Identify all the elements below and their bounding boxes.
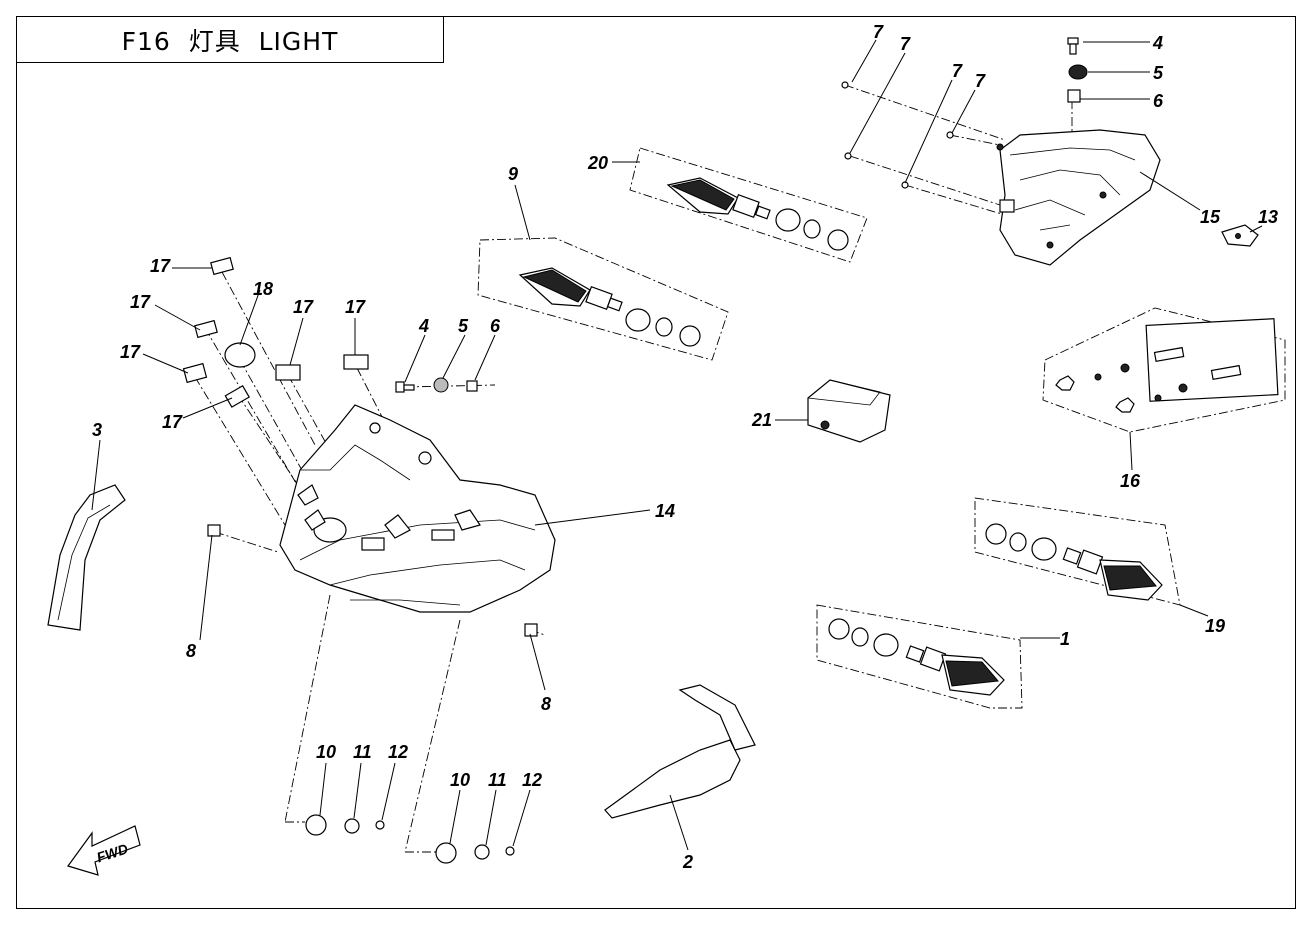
callout-2: 2: [682, 852, 693, 872]
callout-10: 10: [450, 770, 470, 790]
trim-3: [47, 484, 126, 631]
bulbs-10-12-left: [305, 814, 385, 836]
callout-11: 11: [353, 742, 372, 762]
group-outline-20: [629, 147, 868, 263]
callout-14: 14: [655, 501, 675, 521]
callout-5: 5: [458, 316, 469, 336]
page-title: F16 灯具 LIGHT: [121, 26, 339, 56]
callout-21: 21: [751, 410, 772, 430]
callout-5: 5: [1153, 63, 1164, 83]
title-block: F16 灯具 LIGHT: [16, 16, 444, 63]
callout-18: 18: [253, 279, 273, 299]
callout-10: 10: [316, 742, 336, 762]
fasteners-top-right: [1067, 37, 1088, 103]
bulbs-10-12-right: [435, 842, 515, 864]
callout-11: 11: [488, 770, 507, 790]
callout-4: 4: [1152, 33, 1163, 53]
turn-signal-20: [666, 177, 849, 251]
callout-7: 7: [900, 34, 911, 54]
callout-3: 3: [92, 420, 102, 440]
callout-labels: 7 7 7 7 4 5 6 15 13 16 19 1 20 9 21 14 2…: [92, 22, 1278, 872]
callout-20: 20: [587, 153, 608, 173]
turn-signal-19: [985, 523, 1163, 601]
tail-light-housing-15: [996, 129, 1161, 266]
callout-15: 15: [1200, 207, 1221, 227]
callout-8: 8: [541, 694, 551, 714]
callout-17: 17: [293, 297, 314, 317]
fasteners-center: [395, 377, 478, 393]
callout-17: 17: [120, 342, 141, 362]
callout-13: 13: [1258, 207, 1278, 227]
group-outline-16: [1042, 307, 1286, 433]
callout-16: 16: [1120, 471, 1141, 491]
fwd-arrow-icon: FWD: [67, 825, 141, 876]
callout-19: 19: [1205, 616, 1225, 636]
callout-12: 12: [388, 742, 408, 762]
bracket-13: [1221, 224, 1259, 247]
screws-7: [841, 81, 954, 189]
headlight-14: [279, 404, 556, 613]
callout-17: 17: [130, 292, 151, 312]
callout-17: 17: [345, 297, 366, 317]
group-outline-1: [816, 604, 1023, 709]
callout-7: 7: [975, 71, 986, 91]
callout-6: 6: [490, 316, 501, 336]
callout-6: 6: [1153, 91, 1164, 111]
callout-17: 17: [162, 412, 183, 432]
callout-1: 1: [1060, 629, 1070, 649]
flasher-relay-21: [807, 379, 891, 443]
callout-leaders: [91, 39, 1263, 851]
callout-12: 12: [522, 770, 542, 790]
license-light-16: [1055, 318, 1279, 413]
group-outline-9: [477, 237, 729, 361]
pads-17-18: [182, 256, 369, 408]
turn-signal-9: [518, 267, 701, 347]
callout-9: 9: [508, 164, 518, 184]
callout-7: 7: [952, 61, 963, 81]
callout-8: 8: [186, 641, 196, 661]
callout-17: 17: [150, 256, 171, 276]
trim-2: [604, 684, 756, 819]
turn-signal-1: [828, 618, 1005, 696]
callout-7: 7: [873, 22, 884, 42]
clips-8: [207, 524, 538, 637]
callout-4: 4: [418, 316, 429, 336]
